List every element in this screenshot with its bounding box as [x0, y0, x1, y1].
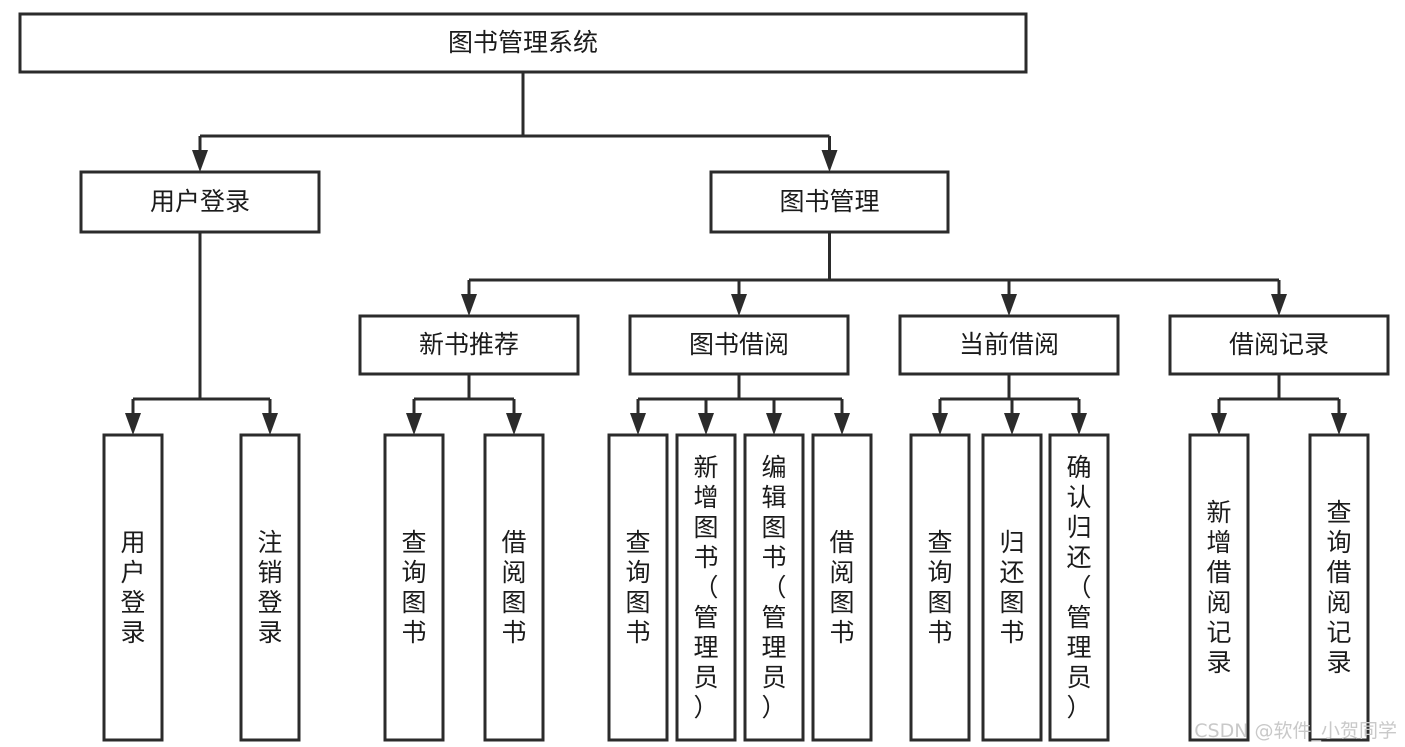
- node-box: [1308, 433, 1370, 742]
- node-leaf-query-book-1[interactable]: 查询图书: [383, 433, 445, 742]
- node-label: 图书管理: [779, 187, 879, 216]
- node-label: 新书推荐: [419, 330, 519, 359]
- node-box: [675, 433, 737, 742]
- node-label: 图书管理系统: [448, 28, 598, 57]
- node-box: [1048, 433, 1110, 742]
- node-new-book-rec[interactable]: 新书推荐: [358, 314, 580, 376]
- node-box: [1188, 433, 1250, 742]
- node-leaf-add-book[interactable]: 新增图书（管理员）: [675, 433, 737, 742]
- node-box: [1168, 314, 1390, 376]
- node-book-borrow[interactable]: 图书借阅: [628, 314, 850, 376]
- node-box: [981, 433, 1043, 742]
- node-label: 新增借阅记录: [1206, 498, 1231, 677]
- node-box: [358, 314, 580, 376]
- node-user-login[interactable]: 用户登录: [79, 170, 321, 234]
- node-root[interactable]: 图书管理系统: [18, 12, 1028, 74]
- node-label: 用户登录: [150, 187, 250, 216]
- node-label: 借阅记录: [1229, 330, 1329, 359]
- node-label: 归还图书: [999, 528, 1024, 647]
- node-label: 查询图书: [927, 528, 952, 647]
- node-label: 查询图书: [625, 528, 650, 647]
- node-box: [607, 433, 669, 742]
- node-leaf-query-book-2[interactable]: 查询图书: [607, 433, 669, 742]
- node-leaf-add-record[interactable]: 新增借阅记录: [1188, 433, 1250, 742]
- connectors-layer: [125, 72, 1347, 435]
- node-leaf-edit-book[interactable]: 编辑图书（管理员）: [743, 433, 805, 742]
- node-label: 图书借阅: [689, 330, 789, 359]
- node-label: 当前借阅: [959, 330, 1059, 359]
- node-box: [743, 433, 805, 742]
- node-box: [811, 433, 873, 742]
- node-box: [239, 433, 301, 742]
- node-box: [18, 12, 1028, 74]
- node-box: [79, 170, 321, 234]
- node-leaf-query-book-3[interactable]: 查询图书: [909, 433, 971, 742]
- node-label: 新增图书（管理员）: [693, 453, 718, 722]
- node-leaf-confirm-return[interactable]: 确认归还（管理员）: [1048, 433, 1110, 742]
- node-label: 用户登录: [120, 528, 145, 647]
- node-leaf-query-record[interactable]: 查询借阅记录: [1308, 433, 1370, 742]
- node-leaf-user-login[interactable]: 用户登录: [102, 433, 164, 742]
- node-label: 借阅图书: [501, 528, 526, 647]
- node-box: [483, 433, 545, 742]
- node-leaf-borrow-book-2[interactable]: 借阅图书: [811, 433, 873, 742]
- node-box: [898, 314, 1120, 376]
- node-label: 注销登录: [257, 528, 282, 647]
- node-box: [383, 433, 445, 742]
- node-leaf-return-book[interactable]: 归还图书: [981, 433, 1043, 742]
- node-box: [628, 314, 850, 376]
- node-book-manage[interactable]: 图书管理: [709, 170, 950, 234]
- node-label: 查询借阅记录: [1326, 498, 1351, 677]
- node-label: 查询图书: [401, 528, 426, 647]
- node-label: 编辑图书（管理员）: [761, 453, 786, 722]
- node-label: 借阅图书: [829, 528, 854, 647]
- node-box: [709, 170, 950, 234]
- node-leaf-logout[interactable]: 注销登录: [239, 433, 301, 742]
- node-current-borrow[interactable]: 当前借阅: [898, 314, 1120, 376]
- nodes-layer: 图书管理系统用户登录图书管理新书推荐图书借阅当前借阅借阅记录用户登录注销登录查询…: [18, 12, 1390, 742]
- node-leaf-borrow-book-1[interactable]: 借阅图书: [483, 433, 545, 742]
- node-label: 确认归还（管理员）: [1066, 453, 1091, 722]
- node-box: [102, 433, 164, 742]
- node-borrow-record[interactable]: 借阅记录: [1168, 314, 1390, 376]
- watermark-text: CSDN @软件_小贺同学: [1194, 720, 1397, 742]
- node-box: [909, 433, 971, 742]
